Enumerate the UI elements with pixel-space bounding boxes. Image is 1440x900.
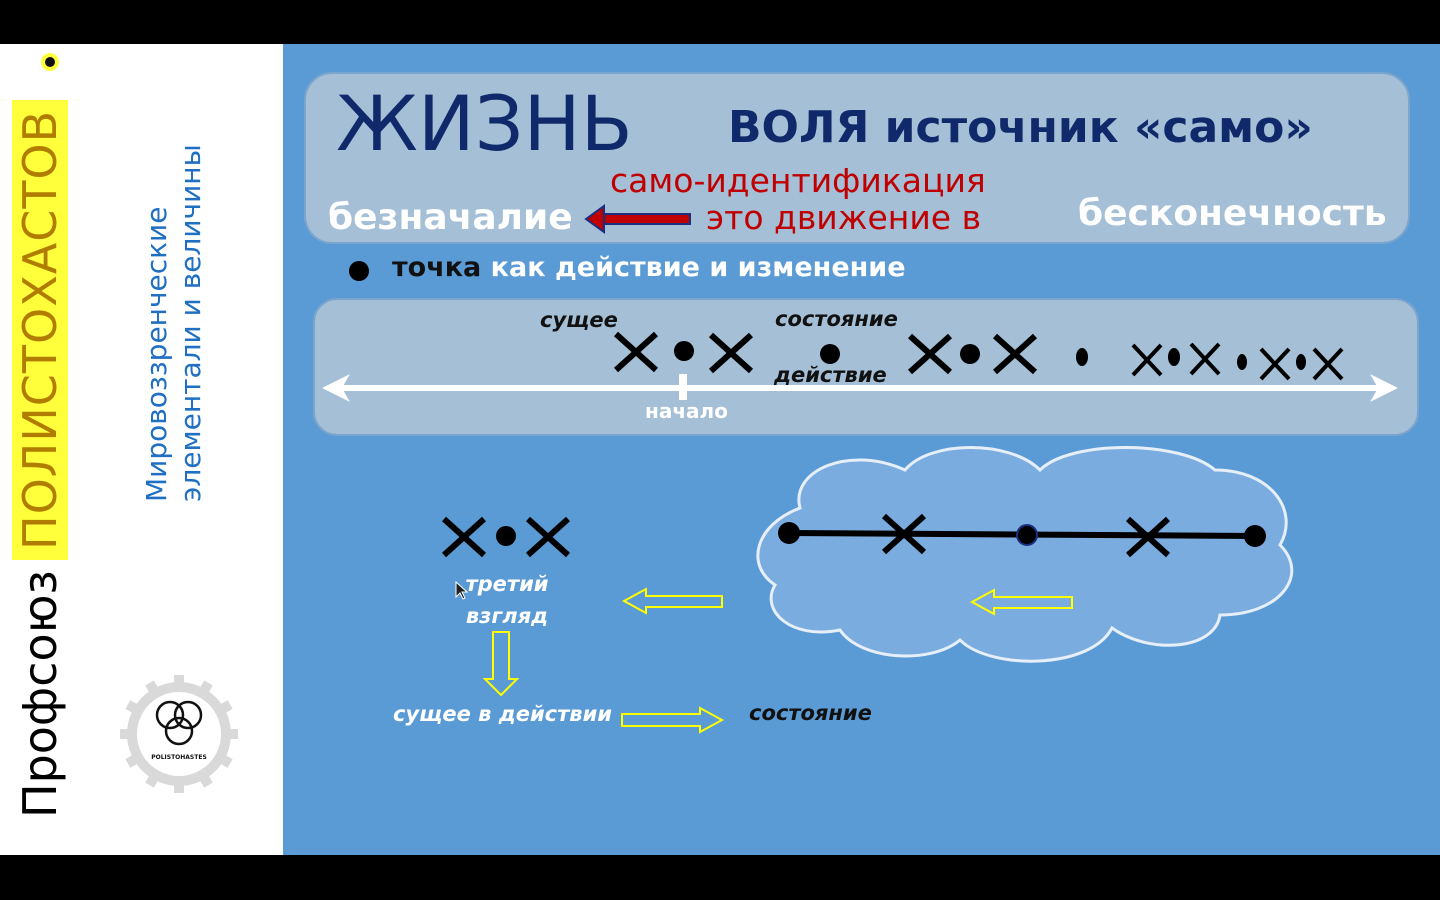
second-view-label: второй взгляд xyxy=(861,572,947,628)
self-identification-text: само-идентификация xyxy=(610,161,986,200)
subtitle-line-2: элементали и величины xyxy=(174,144,207,502)
first-view-label: первый взгляд xyxy=(1100,568,1192,624)
will-heading: ВОЛЯ источник «само» xyxy=(728,102,1313,153)
bottom-letterbox xyxy=(0,855,1440,900)
timeline-action-label: действие xyxy=(774,363,887,387)
timeline-start-label: начало xyxy=(645,399,728,423)
beginningless-label: безначалие xyxy=(328,197,573,238)
brand-dot xyxy=(45,57,55,67)
logo-text: POLISTOHASTES xyxy=(151,754,207,761)
movement-text: это движение в xyxy=(706,198,982,237)
life-title: ЖИЗНЬ xyxy=(336,79,633,168)
gear-logo-icon: POLISTOHASTES xyxy=(120,675,238,793)
sidebar-subtitle: Мировоззренческие элементали и величины xyxy=(140,144,208,502)
third-view-label: третий взгляд xyxy=(465,572,549,628)
logo: POLISTOHASTES xyxy=(120,675,238,793)
subtitle-line-1: Мировоззренческие xyxy=(140,206,173,502)
timeline-box xyxy=(313,298,1419,436)
point-word: точка xyxy=(392,252,482,283)
brand-prefix: Профсоюз xyxy=(13,570,67,818)
title-box xyxy=(304,72,1410,244)
cloud-state-label: состояние xyxy=(1082,472,1205,496)
top-letterbox xyxy=(0,0,1440,44)
cloud-existing-label: сущее xyxy=(866,472,944,496)
point-rest: как действие и изменение xyxy=(481,252,906,283)
brand-highlight: ПОЛИСТОХАСТОВ xyxy=(12,99,68,560)
timeline-state-label: состояние xyxy=(775,307,898,331)
infinity-label: бесконечность xyxy=(1078,193,1387,234)
point-label: точка как действие и изменение xyxy=(392,254,906,281)
final-state-label: состояние xyxy=(749,701,872,725)
existing-in-action-label: сущее в действии xyxy=(393,702,613,726)
timeline-existing-label: сущее xyxy=(540,308,618,332)
